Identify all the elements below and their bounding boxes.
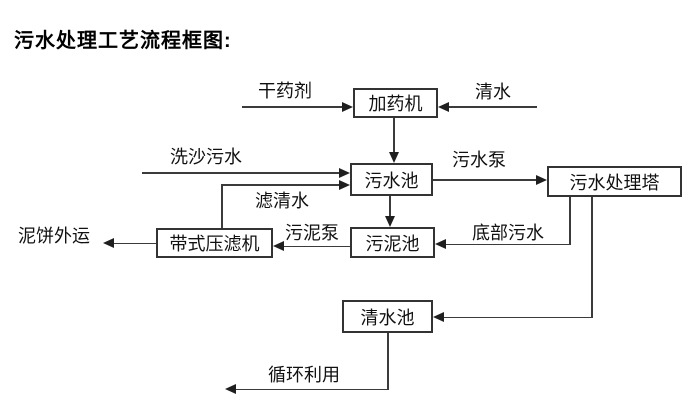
label-sand-washing-sewage: 洗沙污水 — [170, 147, 242, 167]
node-treatment-tower: 污水处理塔 — [547, 166, 682, 197]
label-recycle: 循环利用 — [268, 365, 340, 385]
edge-tower-to-clearwater-line — [444, 316, 593, 318]
node-clear-water-pool: 清水池 — [342, 300, 433, 333]
edge-bottom-sewage-vline — [569, 197, 571, 245]
edge-recycle-vline — [387, 333, 389, 390]
edge-sewage-pump-arrowhead-icon — [536, 175, 547, 185]
diagram-title: 污水处理工艺流程框图: — [14, 30, 232, 52]
edge-bottom-sewage-line — [446, 243, 571, 245]
node-dosing-machine: 加药机 — [353, 88, 438, 118]
edge-tower-to-clearwater-vline — [591, 197, 593, 318]
edge-recycle-arrowhead-icon — [225, 384, 236, 394]
edge-sand-washing-arrowhead-icon — [339, 168, 350, 178]
edge-filtered-water-arrowhead-icon — [339, 180, 350, 190]
edge-clear-water-arrowhead-icon — [438, 102, 449, 112]
node-belt-filter-press: 带式压滤机 — [156, 228, 273, 258]
edge-filtered-water-line — [221, 184, 339, 186]
label-sludge-pump: 污泥泵 — [285, 223, 339, 243]
edge-bottom-sewage-arrowhead-icon — [435, 239, 446, 249]
edge-recycle-line — [236, 388, 389, 390]
label-bottom-sewage: 底部污水 — [472, 223, 544, 243]
label-sewage-pump: 污水泵 — [452, 150, 506, 170]
edge-dry-agent-line — [242, 106, 342, 108]
node-sludge-pool: 污泥池 — [350, 227, 435, 258]
edge-dosing-to-sewage-arrowhead-icon — [389, 152, 399, 163]
edge-dosing-to-sewage-line — [393, 118, 395, 153]
edge-dry-agent-arrowhead-icon — [342, 102, 353, 112]
edge-sewage-to-sludge-line — [389, 196, 391, 217]
edge-tower-to-clearwater-arrowhead-icon — [433, 312, 444, 322]
edge-sludge-pump-arrowhead-icon — [273, 241, 284, 251]
label-mud-cake-out: 泥饼外运 — [18, 226, 90, 246]
edge-filtered-water-vline — [221, 185, 223, 228]
edge-sewage-to-sludge-arrowhead-icon — [385, 216, 395, 227]
label-filtered-water: 滤清水 — [255, 191, 309, 211]
edge-sand-washing-line — [142, 172, 340, 174]
edge-sewage-pump-line — [433, 179, 536, 181]
edge-mud-cake-line — [114, 242, 156, 244]
edge-mud-cake-arrowhead-icon — [103, 238, 114, 248]
node-sewage-pool: 污水池 — [350, 163, 433, 196]
edge-clear-water-line — [449, 106, 537, 108]
label-dry-agent: 干药剂 — [258, 81, 312, 101]
edge-sludge-pump-line — [284, 245, 350, 247]
label-clear-water: 清水 — [475, 82, 511, 102]
